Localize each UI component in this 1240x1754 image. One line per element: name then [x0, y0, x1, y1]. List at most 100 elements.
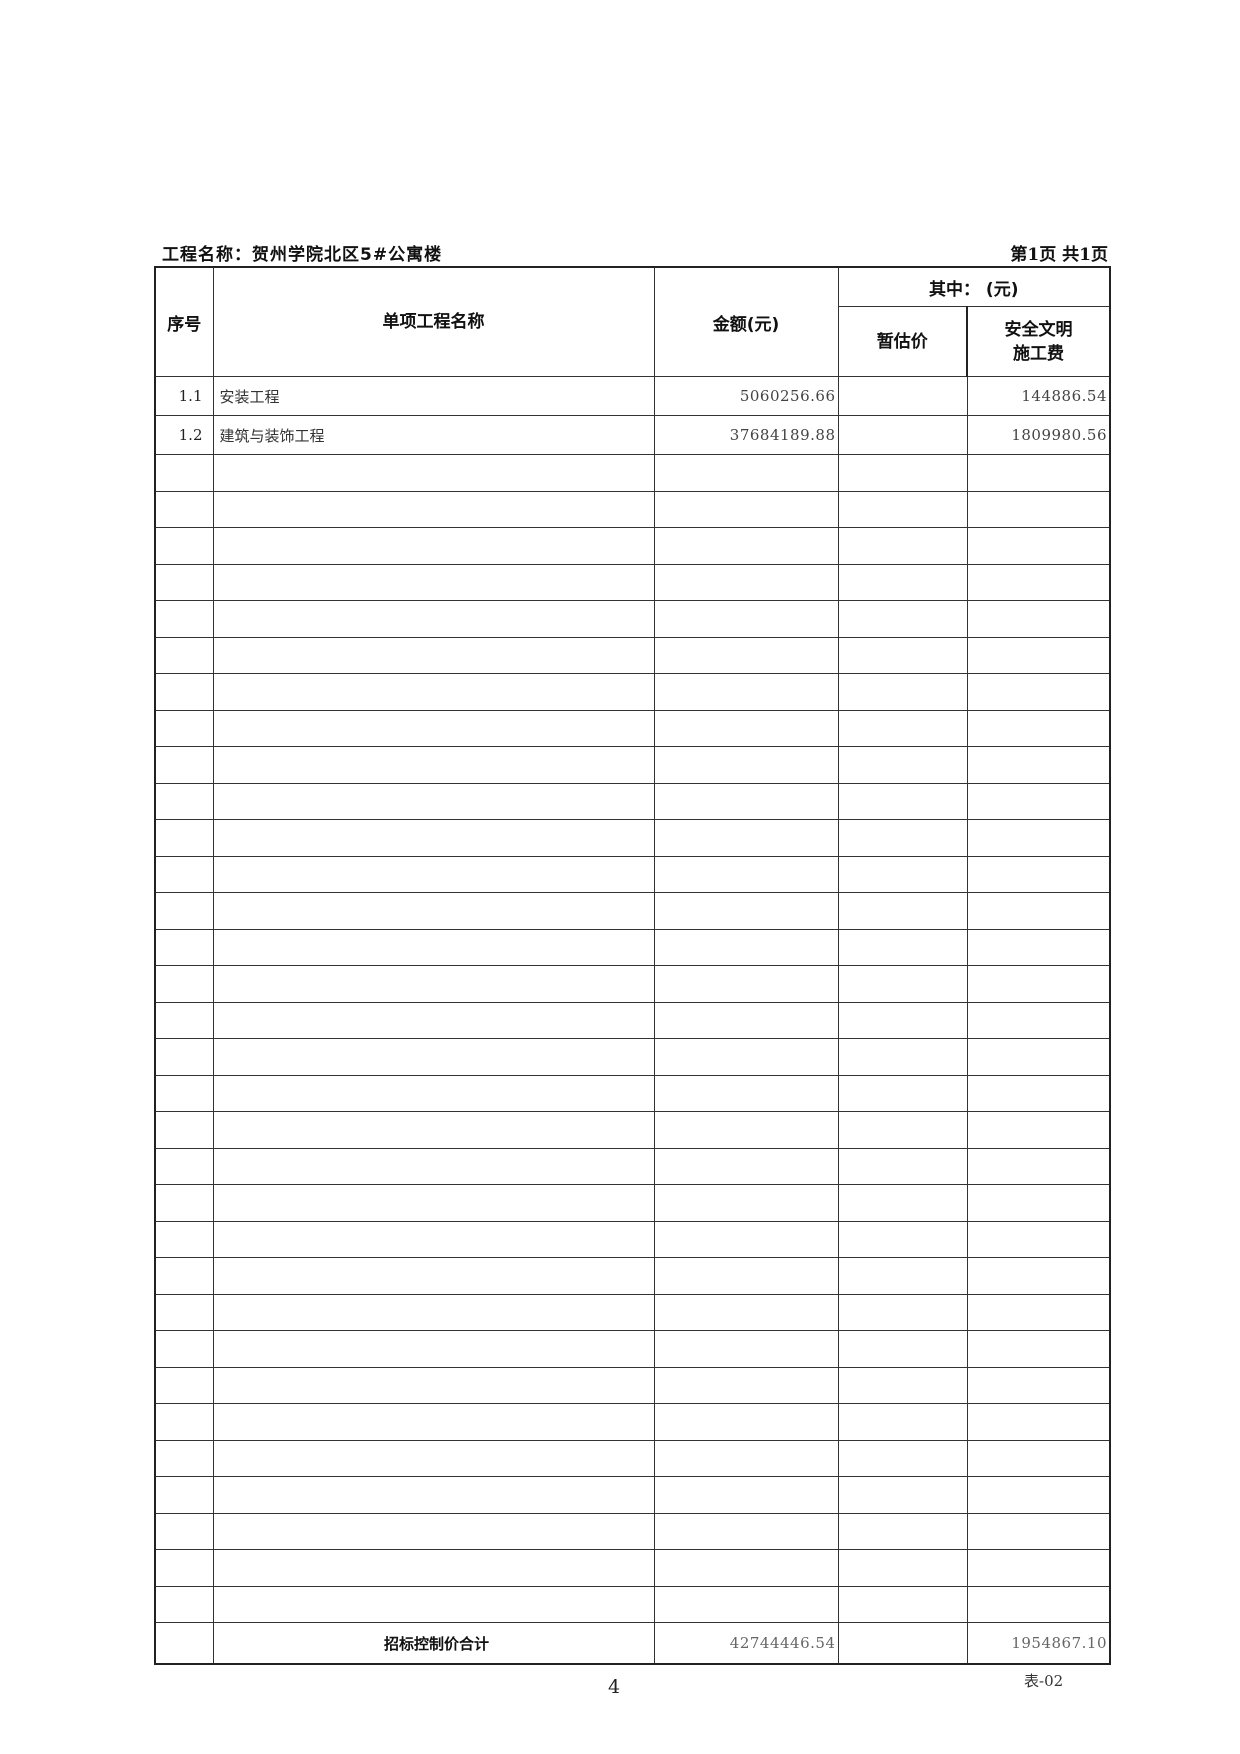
cell-seq — [154, 709, 214, 747]
total-label: 招标控制价合计 — [212, 1622, 655, 1665]
cell-provisional — [837, 855, 968, 893]
cell-amount — [653, 527, 839, 565]
cell-seq — [154, 1366, 214, 1404]
cell-provisional — [837, 1403, 968, 1441]
table-row: 1.2 建筑与装饰工程 37684189.88 1809980.56 — [154, 415, 1111, 455]
cell-amount — [653, 1476, 839, 1514]
cell-provisional — [837, 563, 968, 601]
cell-provisional — [837, 490, 968, 528]
cell-safety: 144886.54 — [966, 376, 1111, 416]
cell-name — [212, 1512, 655, 1550]
cell-safety — [966, 746, 1111, 784]
cell-name — [212, 636, 655, 674]
cell-seq — [154, 1293, 214, 1331]
table-row-empty — [154, 1220, 1111, 1258]
cell-seq — [154, 782, 214, 820]
table-row-empty — [154, 1001, 1111, 1039]
cell-seq — [154, 1476, 214, 1514]
column-header-seq: 序号 — [154, 266, 214, 377]
table-row-empty — [154, 819, 1111, 857]
cell-safety — [966, 1330, 1111, 1368]
cell-safety — [966, 855, 1111, 893]
cell-name — [212, 709, 655, 747]
table-row-empty — [154, 563, 1111, 601]
cell-provisional — [837, 454, 968, 492]
cell-safety — [966, 636, 1111, 674]
cell-name — [212, 1403, 655, 1441]
cell-name — [212, 1549, 655, 1587]
cell-name — [212, 490, 655, 528]
cell-provisional — [837, 600, 968, 638]
total-amount: 42744446.54 — [653, 1622, 839, 1665]
cell-seq: 1.2 — [154, 415, 214, 455]
cell-amount — [653, 1001, 839, 1039]
cell-name: 安装工程 — [212, 376, 655, 416]
cell-safety — [966, 1038, 1111, 1076]
cell-name — [212, 746, 655, 784]
cell-name — [212, 782, 655, 820]
cell-amount — [653, 928, 839, 966]
cell-name — [212, 1439, 655, 1477]
cell-safety — [966, 1512, 1111, 1550]
project-summary-table: 序号 单项工程名称 金额(元) 其中： (元) 暂估价 安全文明 施工费 1.1… — [154, 266, 1111, 1665]
total-row: 招标控制价合计 42744446.54 1954867.10 — [154, 1622, 1111, 1665]
cell-seq — [154, 1403, 214, 1441]
project-name-label: 工程名称：贺州学院北区5#公寓楼 — [162, 245, 443, 265]
table-row-empty — [154, 1147, 1111, 1185]
table-row-empty — [154, 1512, 1111, 1550]
cell-safety — [966, 1257, 1111, 1295]
cell-seq — [154, 928, 214, 966]
cell-seq — [154, 1439, 214, 1477]
table-row-empty — [154, 600, 1111, 638]
cell-safety — [966, 673, 1111, 711]
cell-name — [212, 1111, 655, 1149]
table-row-empty — [154, 965, 1111, 1003]
cell-name — [212, 819, 655, 857]
cell-seq — [154, 1585, 214, 1623]
cell-safety — [966, 892, 1111, 930]
cell-amount — [653, 454, 839, 492]
table-row-empty — [154, 1111, 1111, 1149]
cell-provisional — [837, 1257, 968, 1295]
cell-name — [212, 965, 655, 1003]
cell-safety — [966, 782, 1111, 820]
cell-amount — [653, 1257, 839, 1295]
cell-seq — [154, 1111, 214, 1149]
cell-safety — [966, 1366, 1111, 1404]
table-row-empty — [154, 490, 1111, 528]
cell-name — [212, 1147, 655, 1185]
cell-provisional — [837, 1366, 968, 1404]
cell-name — [212, 1330, 655, 1368]
column-header-of-which: 其中： (元) — [837, 266, 1111, 307]
column-header-name-text: 单项工程名称 — [382, 311, 485, 332]
cell-seq — [154, 1330, 214, 1368]
cell-name — [212, 600, 655, 638]
cell-provisional — [837, 527, 968, 565]
cell-seq — [154, 600, 214, 638]
cell-name — [212, 1184, 655, 1222]
cell-name — [212, 1366, 655, 1404]
cell-seq — [154, 1549, 214, 1587]
cell-provisional — [837, 892, 968, 930]
cell-amount — [653, 600, 839, 638]
cell-provisional — [837, 928, 968, 966]
cell-seq — [154, 1257, 214, 1295]
column-header-safety: 安全文明 施工费 — [966, 306, 1111, 377]
cell-amount: 5060256.66 — [653, 376, 839, 416]
column-header-safety-line1: 安全文明 — [1004, 319, 1073, 340]
cell-name — [212, 928, 655, 966]
table-row-empty — [154, 636, 1111, 674]
cell-seq — [154, 527, 214, 565]
cell-name — [212, 1074, 655, 1112]
cell-name — [212, 527, 655, 565]
cell-safety — [966, 1549, 1111, 1587]
cell-seq — [154, 855, 214, 893]
page-info: 第1页 共1页 — [1010, 245, 1108, 265]
cell-amount — [653, 1220, 839, 1258]
table-row-empty — [154, 1074, 1111, 1112]
cell-safety — [966, 1439, 1111, 1477]
column-header-amount: 金额(元) — [653, 266, 839, 377]
table-row-empty — [154, 782, 1111, 820]
cell-safety — [966, 1403, 1111, 1441]
table-row-empty — [154, 746, 1111, 784]
